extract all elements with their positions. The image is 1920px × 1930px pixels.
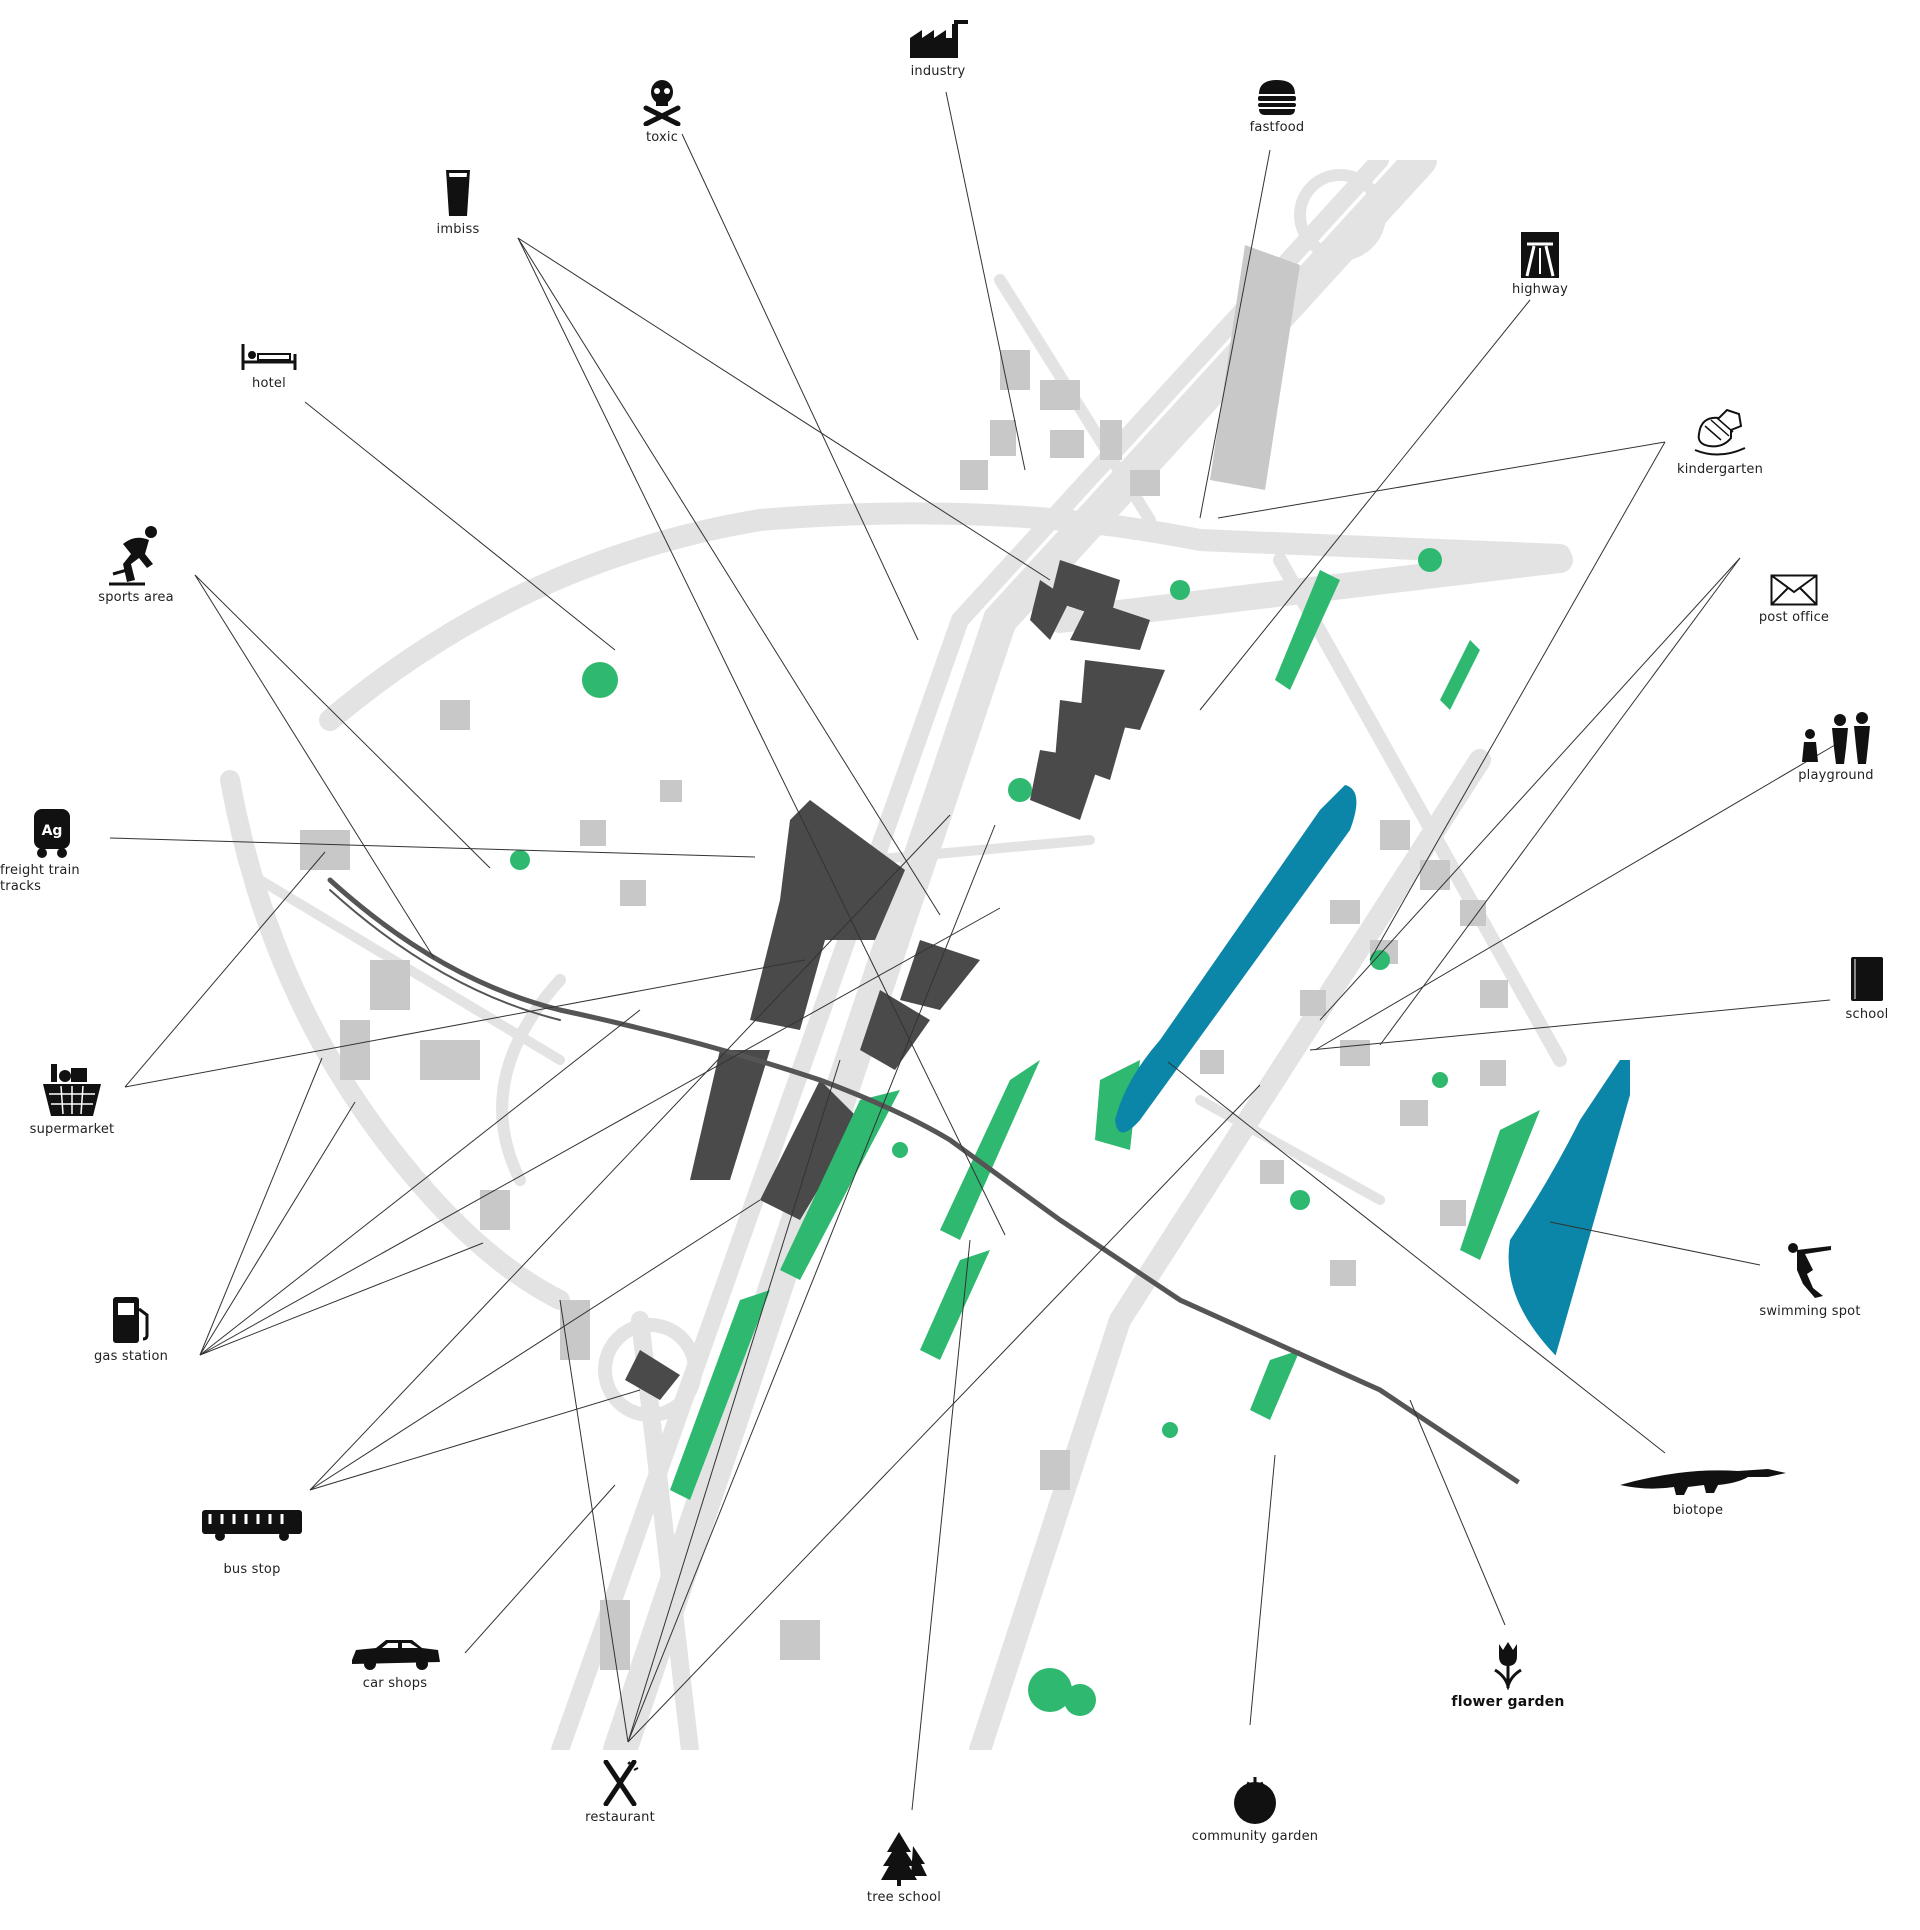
fuel-pump-icon [113, 1297, 149, 1343]
vegetation-patches [510, 548, 1540, 1716]
legend-label-restaurant: restaurant [585, 1810, 655, 1825]
fork-knife-icon [603, 1760, 639, 1806]
legend-label-bus-stop: bus stop [223, 1562, 281, 1577]
legend-sports-area: sports area [56, 524, 216, 606]
highway-sign-icon [1521, 232, 1559, 278]
book-icon [1851, 957, 1883, 1001]
burger-icon [1258, 80, 1296, 115]
legend-label-swimming-spot: swimming spot [1759, 1304, 1861, 1319]
envelope-icon [1770, 574, 1818, 606]
rocking-horse-icon [1694, 408, 1746, 456]
legend-label-post-office: post office [1758, 610, 1830, 625]
beer-glass-icon [446, 170, 470, 216]
legend-label-playground: playground [1798, 768, 1874, 783]
legend-bus-stop: bus stop [172, 1508, 332, 1578]
water-bodies [1115, 785, 1630, 1387]
legend-label-car-shops: car shops [362, 1676, 428, 1691]
legend-community-garden: community garden [1175, 1775, 1335, 1845]
legend-flower-garden: flower garden [1428, 1640, 1588, 1710]
light-buildings [300, 245, 1508, 1670]
legend-gas-station: gas station [51, 1295, 211, 1365]
dark-buildings [625, 560, 1165, 1400]
legend-label-community-garden: community garden [1191, 1829, 1319, 1844]
leader-lines [109, 91, 1841, 1811]
legend-swimming-spot: swimming spot [1730, 1240, 1890, 1320]
legend-label-imbiss: imbiss [436, 222, 480, 237]
legend-playground: playground [1756, 712, 1916, 784]
skater-icon [109, 526, 157, 586]
legend-biotope: biotope [1618, 1465, 1786, 1519]
tank-wagon-icon: Ag [34, 809, 70, 858]
legend-label-school: school [1845, 1007, 1889, 1022]
legend-car-shops: car shops [315, 1638, 475, 1692]
legend-post-office: post office [1714, 574, 1874, 626]
legend-label-sports-area: sports area [98, 590, 174, 605]
legend-label-hotel: hotel [252, 376, 286, 391]
legend-freight-train: Ag freight train tracks [0, 805, 120, 895]
legend-kindergarten: kindergarten [1640, 404, 1800, 478]
tulip-icon [1494, 1642, 1522, 1690]
legend-tree-school: tree school [824, 1830, 984, 1906]
legend-label-biotope: biotope [1672, 1503, 1724, 1518]
tomato-icon [1234, 1777, 1276, 1824]
children-icon [1802, 712, 1870, 764]
legend-label-gas-station: gas station [93, 1349, 169, 1364]
legend-label-freight-train: freight train tracks [0, 863, 80, 894]
legend-supermarket: supermarket [0, 1062, 152, 1138]
car-icon [352, 1640, 440, 1670]
legend-label-supermarket: supermarket [29, 1122, 115, 1137]
legend-school: school [1787, 955, 1920, 1023]
legend-toxic: toxic [582, 78, 742, 146]
legend-label-toxic: toxic [645, 130, 679, 145]
legend-label-highway: highway [1511, 282, 1569, 297]
bed-icon [241, 344, 297, 370]
bus-icon [202, 1510, 302, 1541]
svg-text:Ag: Ag [42, 823, 63, 839]
shopping-basket-icon [43, 1064, 101, 1116]
legend-restaurant: restaurant [540, 1760, 700, 1826]
crocodile-icon [1620, 1469, 1786, 1495]
legend-hotel: hotel [189, 342, 349, 392]
map-base [220, 160, 1630, 1750]
legend-label-flower-garden: flower garden [1451, 1694, 1565, 1710]
legend-fastfood: fastfood [1197, 78, 1357, 136]
tree-icon [881, 1832, 927, 1886]
legend-label-tree-school: tree school [866, 1890, 942, 1905]
legend-label-kindergarten: kindergarten [1676, 462, 1764, 477]
legend-industry: industry [858, 20, 1018, 80]
legend-highway: highway [1460, 232, 1620, 298]
diver-icon [1788, 1243, 1831, 1298]
legend-imbiss: imbiss [378, 168, 538, 238]
factory-icon [910, 20, 968, 58]
legend-label-industry: industry [910, 64, 966, 79]
skull-crossbones-icon [643, 80, 681, 126]
legend-label-fastfood: fastfood [1249, 120, 1305, 135]
